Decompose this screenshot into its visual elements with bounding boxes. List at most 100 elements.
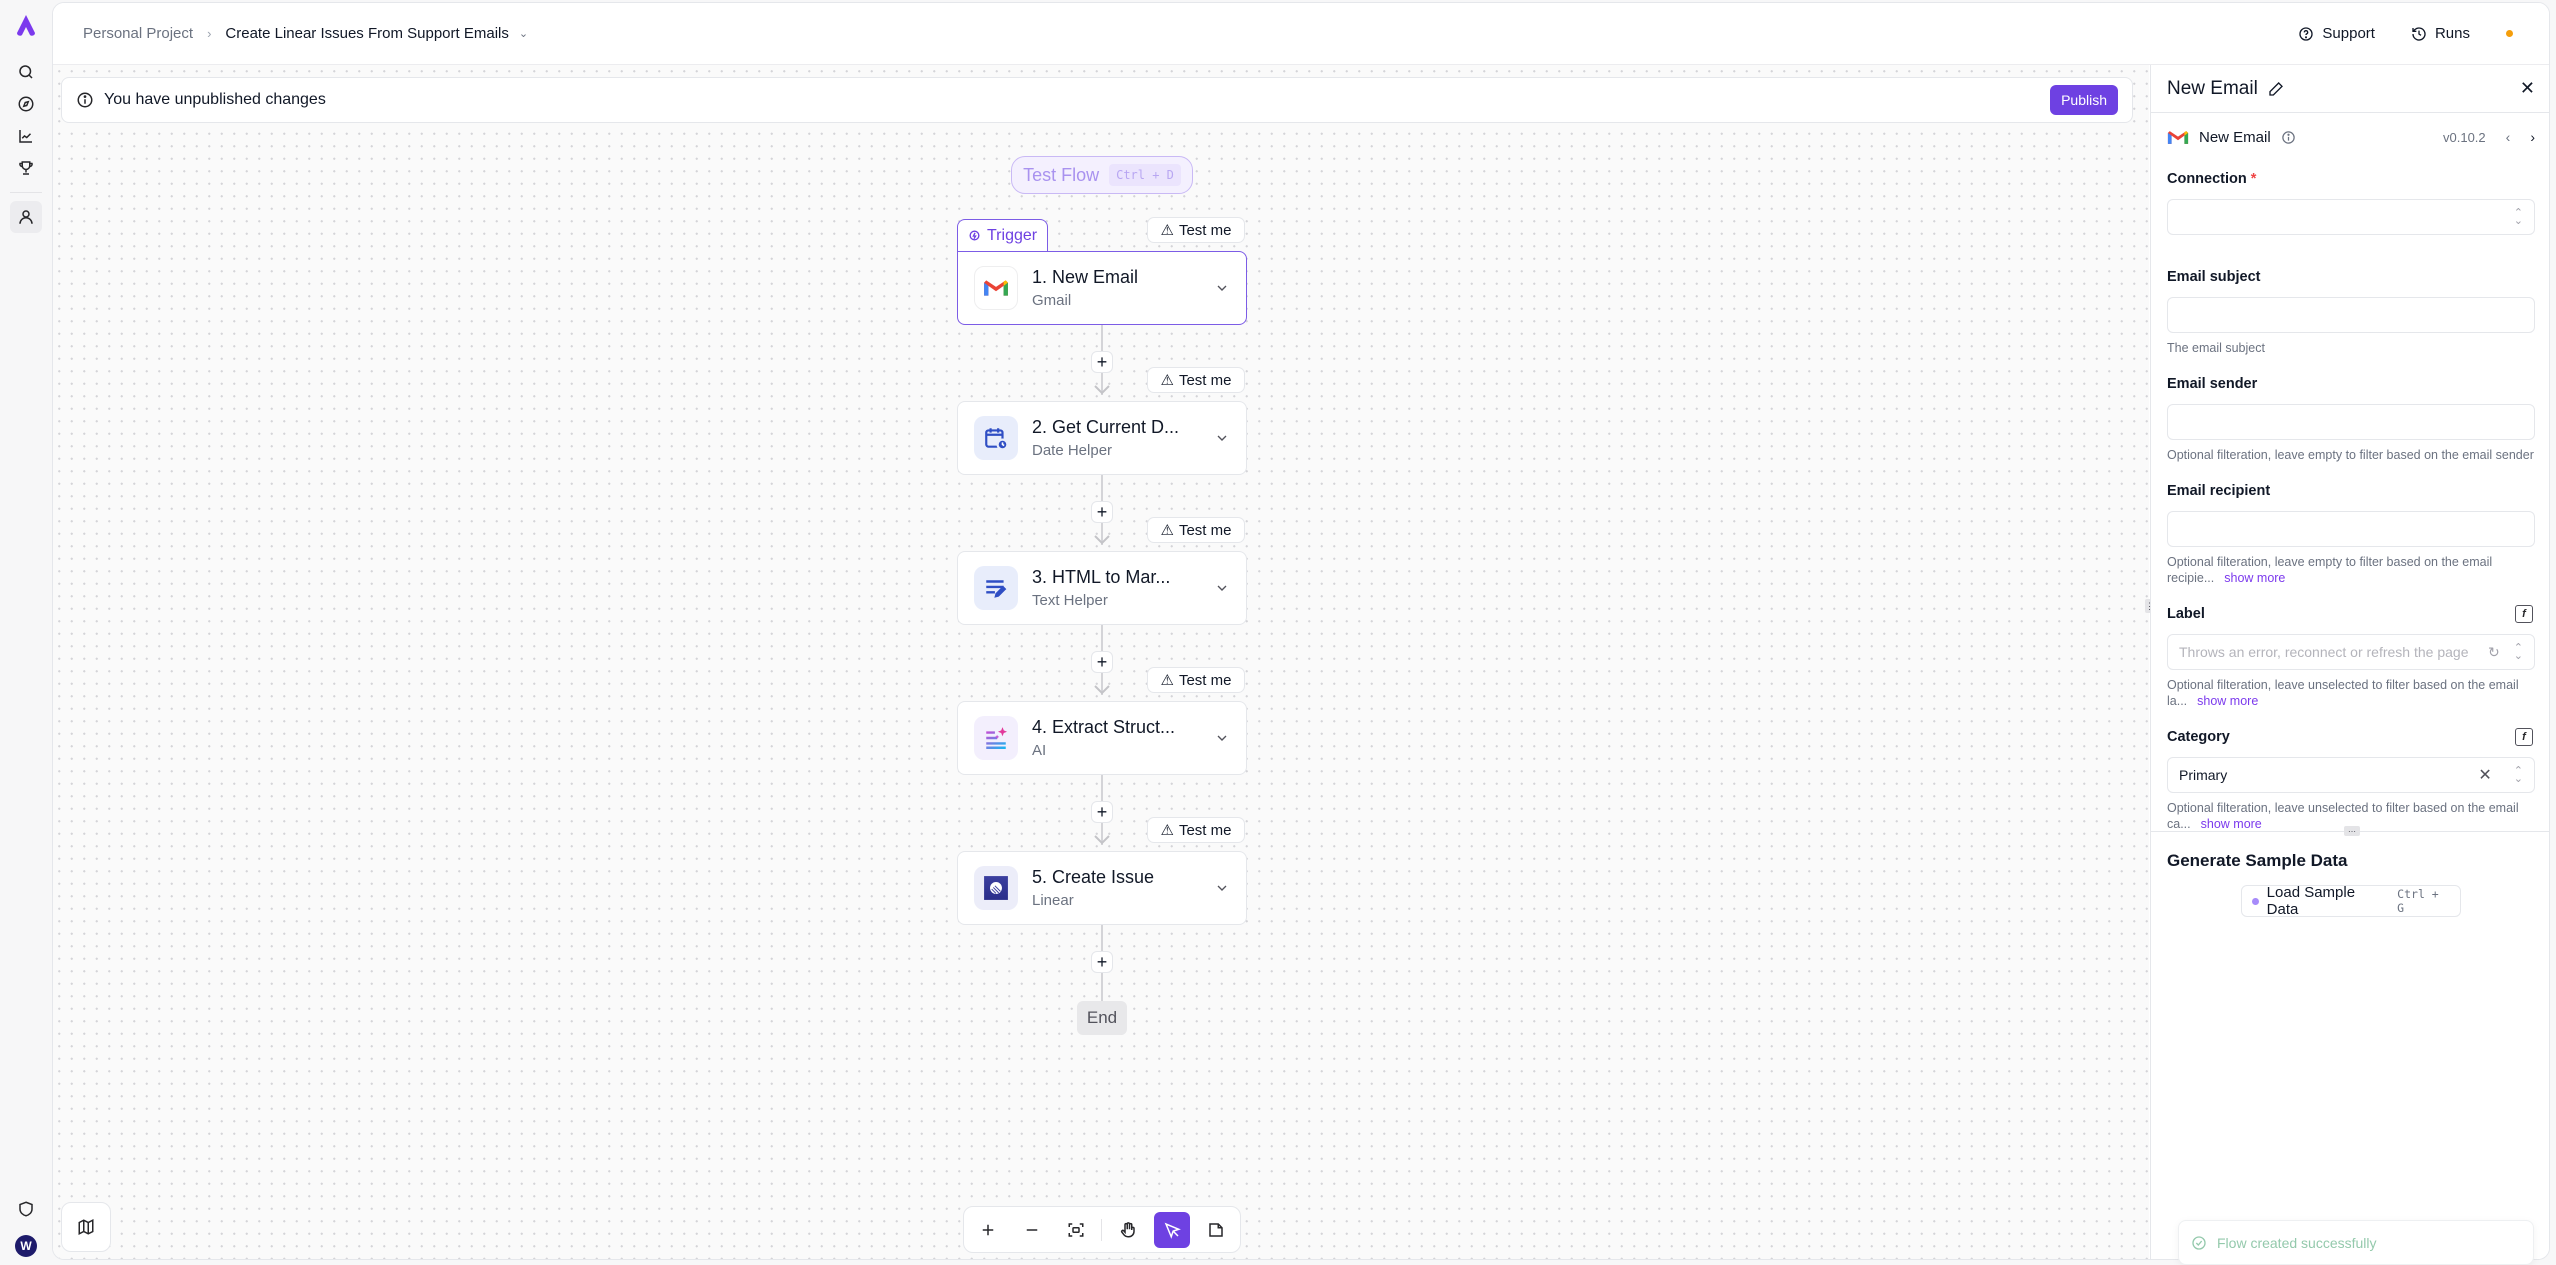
warning-icon: ⚠	[1160, 822, 1174, 839]
step-title: 5. Create Issue	[1032, 867, 1155, 887]
category-select[interactable]: Primary ✕ ⌃⌄	[2167, 757, 2535, 793]
trigger-label: Trigger	[987, 226, 1038, 244]
step-node-2[interactable]: 2. Get Current D... Date Helper	[957, 401, 1247, 475]
load-sample-data-button[interactable]: Load Sample Data Ctrl + G	[2241, 884, 2461, 918]
warning-icon: ⚠	[1160, 522, 1174, 539]
show-more-link[interactable]: show more	[2197, 694, 2259, 708]
test-me-label: Test me	[1178, 671, 1232, 689]
test-me-button-1[interactable]: ⚠Test me	[1147, 217, 1245, 243]
next-version-chevron-icon[interactable]: ›	[2530, 129, 2535, 145]
connection-select[interactable]: ⌃⌄	[2167, 199, 2535, 235]
minus-icon	[1026, 1228, 1037, 1231]
chevron-down-icon[interactable]	[1214, 730, 1230, 746]
chevron-down-icon[interactable]	[1214, 280, 1230, 296]
close-panel-button[interactable]: ✕	[2519, 78, 2535, 98]
test-me-button-3[interactable]: ⚠Test me	[1147, 517, 1245, 543]
trigger-form: Connection* ⌃⌄ Email subject The email s…	[2151, 169, 2549, 832]
email-recipient-input[interactable]	[2167, 511, 2535, 547]
dynamic-value-toggle-icon[interactable]: f	[2515, 728, 2533, 746]
email-subject-help: The email subject	[2167, 341, 2265, 355]
test-flow-button[interactable]: Test Flow Ctrl + D	[1011, 156, 1193, 194]
category-selected-value: Primary	[2179, 767, 2228, 783]
trigger-tab: Trigger	[957, 219, 1049, 251]
add-step-button-1[interactable]: +	[1091, 351, 1113, 373]
breadcrumb-flow-name[interactable]: Create Linear Issues From Support Emails	[225, 25, 509, 42]
email-subject-input[interactable]	[2167, 297, 2535, 333]
trigger-bolt-icon	[969, 230, 980, 241]
add-step-button-5[interactable]: +	[1091, 951, 1113, 973]
step-subtitle: Text Helper	[1032, 592, 1108, 609]
sidebar-divider	[10, 192, 42, 193]
label-select[interactable]: Throws an error, reconnect or refresh th…	[2167, 634, 2535, 670]
unpublished-banner: You have unpublished changes Publish	[61, 77, 2133, 123]
test-flow-shortcut: Ctrl + D	[1109, 164, 1181, 186]
prev-version-chevron-icon[interactable]: ‹	[2505, 129, 2511, 145]
gmail-icon	[2167, 130, 2189, 144]
breadcrumb-project[interactable]: Personal Project	[83, 25, 194, 42]
clear-selection-icon[interactable]: ✕	[2478, 767, 2492, 784]
test-me-button-4[interactable]: ⚠Test me	[1147, 667, 1245, 693]
panel-header: New Email ✕	[2151, 65, 2549, 113]
flow-canvas[interactable]: You have unpublished changes Publish Tes…	[53, 65, 2149, 1259]
toolbar-divider	[1101, 1218, 1103, 1241]
step-title: 2. Get Current D...	[1032, 417, 1180, 437]
test-me-label: Test me	[1178, 521, 1232, 539]
chevron-down-icon[interactable]	[1214, 580, 1230, 596]
fit-view-button[interactable]	[1058, 1212, 1094, 1248]
app-logo-icon[interactable]	[14, 14, 38, 36]
user-profile-icon[interactable]	[10, 201, 42, 233]
trophy-icon[interactable]	[10, 152, 42, 184]
runs-button[interactable]: Runs	[2411, 25, 2470, 42]
support-button[interactable]: Support	[2298, 25, 2375, 42]
analytics-chart-icon[interactable]	[10, 120, 42, 152]
zoom-in-button[interactable]	[970, 1212, 1006, 1248]
select-tool-button[interactable]	[1154, 1211, 1191, 1248]
warning-icon: ⚠	[1160, 672, 1174, 689]
test-me-button-2[interactable]: ⚠Test me	[1147, 367, 1245, 393]
step-node-1[interactable]: 1. New Email Gmail	[957, 251, 1247, 325]
flow-builder: Personal Project › Create Linear Issues …	[52, 2, 2550, 1260]
step-subtitle: Date Helper	[1032, 442, 1113, 459]
publish-button[interactable]: Publish	[2050, 85, 2118, 115]
explore-compass-icon[interactable]	[10, 88, 42, 120]
panel-resize-handle[interactable]: ⋮	[2145, 599, 2154, 613]
step-subtitle: Linear	[1032, 892, 1074, 909]
chevron-down-icon[interactable]	[1214, 880, 1230, 896]
help-circle-icon	[2299, 26, 2314, 41]
chevron-down-icon[interactable]	[1214, 430, 1230, 446]
add-note-button[interactable]	[1198, 1212, 1234, 1248]
shield-icon[interactable]	[10, 1193, 42, 1225]
search-icon[interactable]	[10, 56, 42, 88]
select-chevrons-icon: ⌃⌄	[2513, 765, 2523, 785]
section-resize-handle[interactable]: ⋯	[2344, 826, 2360, 836]
step-node-4[interactable]: 4. Extract Struct... AI	[957, 701, 1247, 775]
test-me-button-5[interactable]: ⚠Test me	[1147, 817, 1245, 843]
minimap-toggle-button[interactable]	[61, 1202, 111, 1252]
test-me-label: Test me	[1178, 371, 1232, 389]
show-more-link[interactable]: show more	[2200, 817, 2262, 831]
arrow-down-icon	[1094, 385, 1110, 395]
pan-tool-button[interactable]	[1110, 1212, 1146, 1248]
toast-message: Flow created successfully	[2217, 1234, 2377, 1251]
workspace-avatar[interactable]: W	[15, 1235, 37, 1257]
step-node-5[interactable]: 5. Create Issue Linear	[957, 851, 1247, 925]
panel-title: New Email	[2167, 77, 2258, 99]
add-step-button-2[interactable]: +	[1091, 501, 1113, 523]
add-step-button-3[interactable]: +	[1091, 651, 1113, 673]
info-icon[interactable]	[2281, 130, 2296, 145]
flow-menu-chevron-icon[interactable]: ⌄	[518, 28, 529, 40]
show-more-link[interactable]: show more	[2224, 571, 2286, 585]
refresh-icon[interactable]: ↻	[2488, 643, 2500, 660]
email-sender-input[interactable]	[2167, 404, 2535, 440]
map-icon	[78, 1219, 94, 1235]
hand-icon	[1121, 1221, 1136, 1237]
step-node-3[interactable]: 3. HTML to Mar... Text Helper	[957, 551, 1247, 625]
email-subject-label: Email subject	[2167, 269, 2261, 285]
status-dot-icon	[2252, 897, 2259, 905]
dynamic-value-toggle-icon[interactable]: f	[2515, 605, 2533, 623]
zoom-out-button[interactable]	[1014, 1212, 1050, 1248]
edit-pencil-icon[interactable]	[2268, 81, 2284, 97]
linear-icon	[974, 866, 1018, 910]
add-step-button-4[interactable]: +	[1091, 801, 1113, 823]
breadcrumb-separator-icon: ›	[207, 26, 212, 41]
